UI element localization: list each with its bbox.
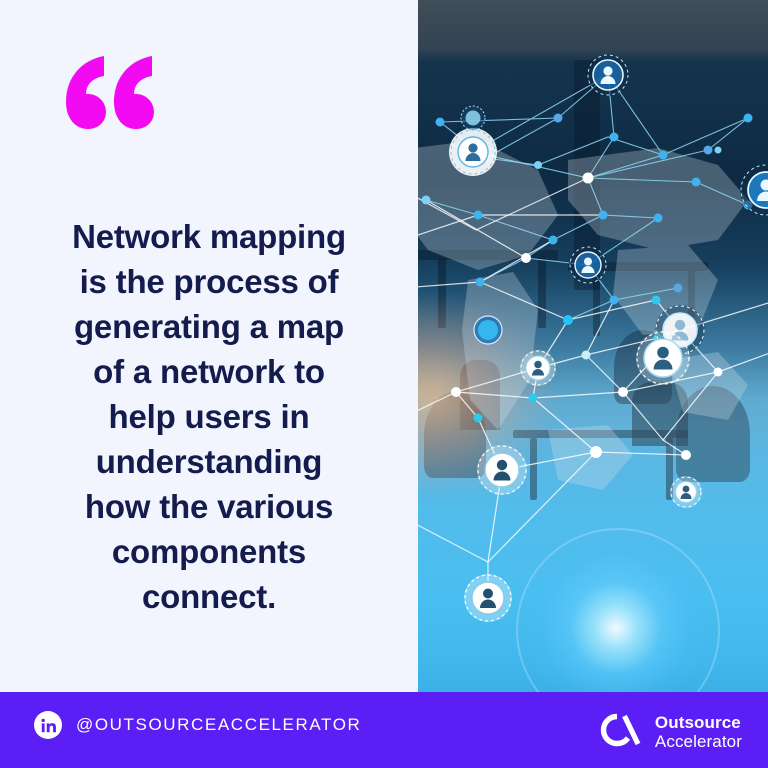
- desk-silhouette: [666, 438, 673, 500]
- network-graph: [418, 54, 768, 622]
- network-nodes: [421, 113, 753, 604]
- person-node-badges: [449, 54, 768, 622]
- desk-silhouette: [593, 270, 600, 336]
- desk-silhouette: [418, 250, 558, 260]
- desk-silhouette: [538, 258, 546, 328]
- quote-glyph-svg: [66, 56, 154, 129]
- brand-wordmark: Outsource Accelerator: [654, 713, 742, 751]
- quote-text: Network mapping is the process of genera…: [72, 218, 346, 615]
- footer-bar: @OUTSOURCEACCELERATOR Outsource Accelera…: [0, 692, 768, 768]
- network-map-image: [418, 0, 768, 692]
- desk-silhouette: [513, 430, 688, 438]
- desk-silhouette: [438, 258, 446, 328]
- desk-silhouette: [568, 262, 708, 271]
- linkedin-icon[interactable]: [34, 711, 62, 739]
- brand-line-2: Accelerator: [654, 731, 742, 751]
- chair-silhouette: [676, 386, 750, 482]
- brand-line-1: Outsource: [654, 713, 741, 733]
- quote-panel: Network mapping is the process of genera…: [0, 0, 418, 692]
- outsource-accelerator-logo-icon: [597, 710, 643, 755]
- quotation-mark-icon: [64, 52, 156, 130]
- desk-silhouette: [688, 270, 695, 336]
- social-handle-text: @OUTSOURCEACCELERATOR: [76, 715, 362, 734]
- world-map-overlay: [418, 140, 748, 490]
- social-handle-group[interactable]: @OUTSOURCEACCELERATOR: [34, 711, 361, 739]
- brand-lockup[interactable]: Outsource Accelerator: [597, 710, 742, 755]
